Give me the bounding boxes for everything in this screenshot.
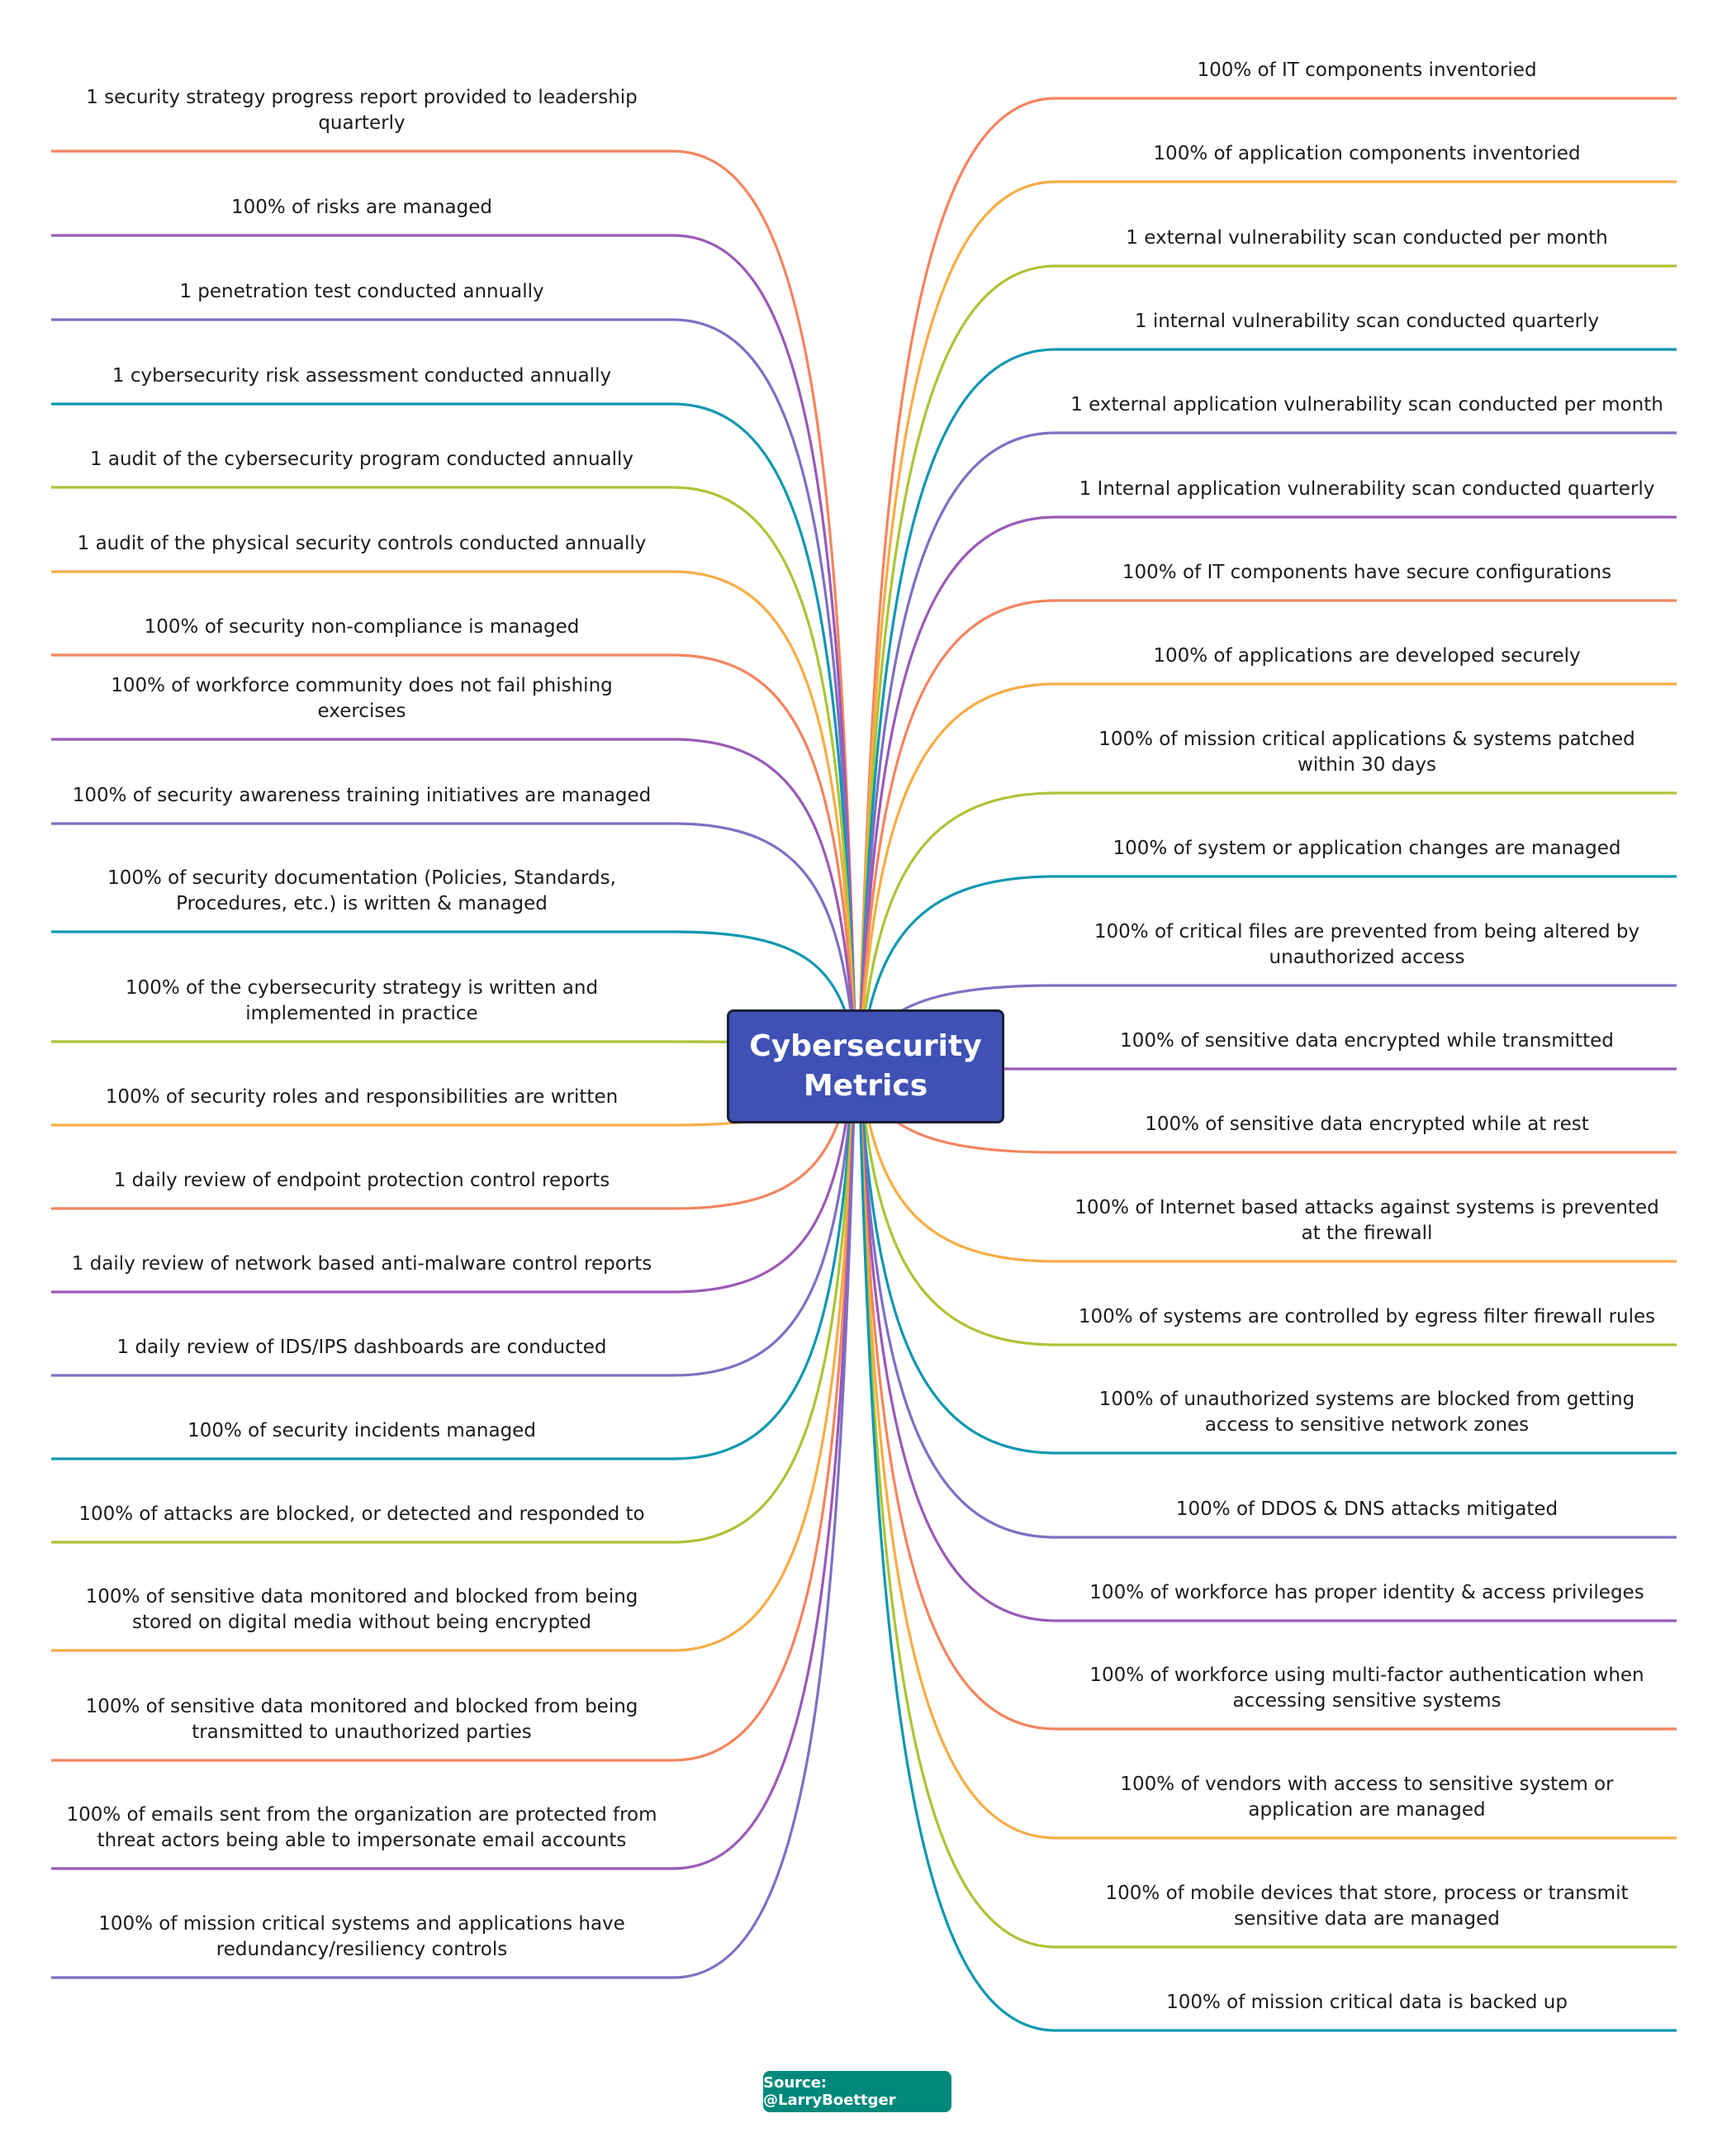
right-branch-connector	[857, 1065, 1056, 1840]
left-metric-label[interactable]: 100% of security roles and responsibilit…	[105, 1086, 619, 1108]
left-branch-connector	[672, 1048, 857, 1377]
right-metric-label[interactable]: 100% of Internet based attacks against s…	[1075, 1197, 1659, 1244]
right-branch-connector	[857, 1065, 1056, 1539]
left-metric-label[interactable]: 100% of sensitive data monitored and blo…	[85, 1586, 638, 1633]
right-metric-label[interactable]: 100% of vendors with access to sensitive…	[1120, 1774, 1614, 1821]
right-metric-label[interactable]: 100% of sensitive data encrypted while a…	[1145, 1114, 1589, 1135]
left-branch-connector	[672, 1048, 857, 1544]
right-branch-connector	[857, 682, 1056, 1066]
right-metric-label[interactable]: 1 external vulnerability scan conducted …	[1126, 227, 1608, 249]
source-badge: Source: @LarryBoettger	[763, 2071, 951, 2112]
left-metric-label[interactable]: 100% of emails sent from the organizatio…	[66, 1804, 657, 1851]
right-metric-label[interactable]: 100% of system or application changes ar…	[1113, 838, 1621, 859]
left-metric-label[interactable]: 1 daily review of network based anti-mal…	[71, 1253, 652, 1275]
left-branch-connector	[672, 486, 857, 1050]
right-metric-label[interactable]: 100% of IT components have secure config…	[1122, 562, 1612, 583]
left-metric-label[interactable]: 1 daily review of IDS/IPS dashboards are…	[116, 1337, 607, 1358]
left-metric-label[interactable]: 100% of risks are managed	[230, 197, 492, 218]
right-metric-label[interactable]: 100% of workforce has proper identity & …	[1089, 1582, 1644, 1603]
right-metric-label[interactable]: 100% of DDOS & DNS attacks mitigated	[1175, 1498, 1559, 1520]
left-metric-label[interactable]: 1 daily review of endpoint protection co…	[113, 1170, 610, 1191]
right-metric-label[interactable]: 100% of critical files are prevented fro…	[1094, 921, 1640, 968]
right-metric-label[interactable]: 100% of applications are developed secur…	[1153, 645, 1581, 667]
central-topic-line-2: Metrics	[803, 1069, 928, 1103]
right-metric-label[interactable]: 100% of IT components inventoried	[1197, 59, 1537, 81]
left-metric-label[interactable]: 1 cybersecurity risk assessment conducte…	[111, 365, 612, 387]
left-metric-label[interactable]: 100% of workforce community does not fai…	[111, 675, 613, 722]
left-metric-label[interactable]: 100% of security incidents managed	[187, 1420, 536, 1441]
right-branch-connector	[857, 348, 1056, 1066]
right-metric-label[interactable]: 100% of sensitive data encrypted while t…	[1120, 1030, 1614, 1052]
left-metric-label[interactable]: 100% of sensitive data monitored and blo…	[85, 1696, 638, 1743]
left-metric-label[interactable]: 1 security strategy progress report prov…	[86, 87, 638, 134]
right-metric-label[interactable]: 1 external application vulnerability sca…	[1070, 394, 1663, 416]
right-branch-connector	[857, 1065, 1056, 1455]
left-branch-connector	[672, 1048, 857, 1460]
right-branch-connector	[857, 97, 1056, 1066]
left-metric-label[interactable]: 100% of security non-compliance is manag…	[144, 616, 580, 638]
left-metric-label[interactable]: 100% of the cybersecurity strategy is wr…	[125, 977, 599, 1024]
right-metric-label[interactable]: 100% of application components inventori…	[1153, 143, 1581, 164]
left-metric-label[interactable]: 100% of security documentation (Policies…	[107, 867, 616, 914]
right-branch-connector	[857, 515, 1056, 1066]
right-branch-connector	[857, 180, 1056, 1066]
left-branch-connector	[672, 1048, 857, 1870]
right-branch-connector	[857, 264, 1056, 1066]
left-metric-label[interactable]: 100% of attacks are blocked, or detected…	[78, 1503, 645, 1525]
right-metric-label[interactable]: 100% of systems are controlled by egress…	[1078, 1306, 1656, 1327]
right-branch-connector	[857, 1065, 1056, 1346]
central-topic-line-1: Cybersecurity	[749, 1029, 982, 1063]
left-branch-connector	[672, 570, 857, 1050]
left-metric-label[interactable]: 1 audit of the cybersecurity program con…	[89, 449, 634, 470]
left-branch-connector	[672, 234, 857, 1050]
left-branch-connector	[672, 1048, 857, 1979]
right-branch-connector	[857, 1065, 1056, 2032]
right-metric-label[interactable]: 100% of unauthorized systems are blocked…	[1098, 1389, 1635, 1436]
right-branch-connector	[857, 1065, 1056, 1622]
right-metric-label[interactable]: 100% of mobile devices that store, proce…	[1105, 1883, 1629, 1930]
right-metric-label[interactable]: 1 Internal application vulnerability sca…	[1079, 478, 1655, 500]
left-metric-label[interactable]: 1 audit of the physical security control…	[77, 533, 647, 554]
left-branch-connector	[672, 1048, 857, 1652]
central-topic[interactable]: Cybersecurity Metrics	[727, 1009, 1004, 1123]
left-metric-label[interactable]: 1 penetration test conducted annually	[179, 281, 544, 302]
left-metric-label[interactable]: 100% of security awareness training init…	[72, 785, 652, 806]
right-metric-label[interactable]: 1 internal vulnerability scan conducted …	[1134, 311, 1600, 332]
left-branch-connector	[672, 402, 857, 1050]
left-branch-connector	[672, 822, 857, 1050]
right-branch-connector	[857, 599, 1056, 1066]
left-branch-connector	[672, 738, 857, 1050]
right-metric-label[interactable]: 100% of mission critical applications & …	[1098, 729, 1635, 776]
left-branch-connector	[672, 318, 857, 1050]
left-metric-label[interactable]: 100% of mission critical systems and app…	[98, 1913, 625, 1960]
right-branch-connector	[857, 431, 1056, 1066]
right-metric-label[interactable]: 100% of workforce using multi-factor aut…	[1089, 1664, 1644, 1712]
right-branch-connector	[857, 791, 1056, 1066]
left-branch-connector	[672, 653, 857, 1050]
right-metric-label[interactable]: 100% of mission critical data is backed …	[1166, 1992, 1568, 2013]
right-branch-connector	[857, 1065, 1056, 1731]
